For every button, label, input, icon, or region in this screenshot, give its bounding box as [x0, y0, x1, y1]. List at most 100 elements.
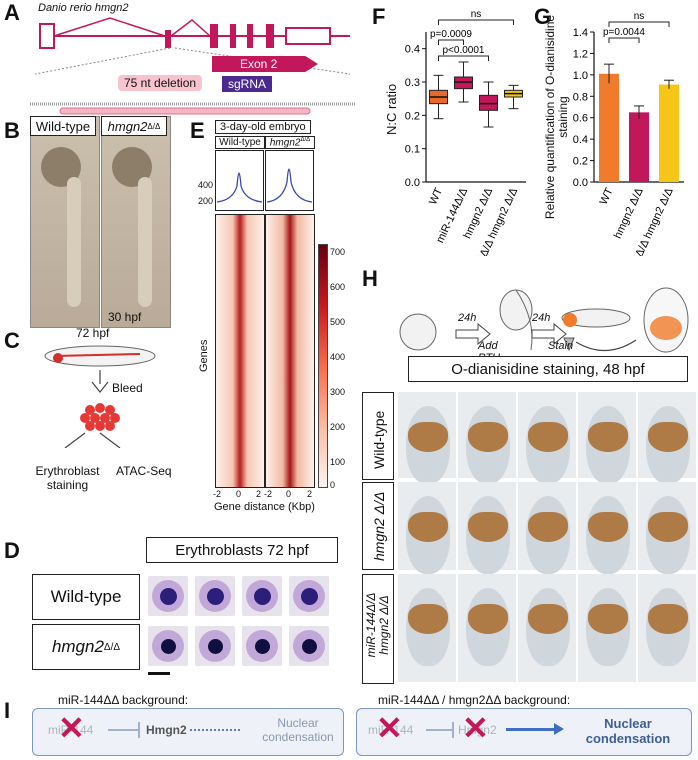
embryo-photo-wildtype: [30, 116, 100, 328]
stain-row-label-wildtype: Wild-type: [362, 392, 394, 480]
g-ytick-label: 1.2: [573, 48, 588, 60]
exon2-label: Exon 2: [240, 57, 278, 71]
stained-embryo-image: [398, 482, 456, 574]
heatmap-col-label-wildtype: Wild-type: [215, 136, 265, 149]
atac-profile-plot: [215, 150, 314, 211]
f-ytick-label: 0.3: [405, 77, 420, 89]
erythroblasts-title: Erythroblasts 72 hpf: [146, 537, 338, 563]
heatmap-xtick: 0: [236, 489, 242, 499]
profile-tick-400: 400: [198, 180, 214, 190]
panel-g-letter: G: [534, 4, 552, 29]
embryo-label-wildtype: Wild-type: [30, 116, 96, 136]
erythroblast-image: [148, 576, 188, 616]
embryo-photo-hmgn2: [101, 116, 171, 328]
stained-embryo-image: [518, 392, 576, 484]
panel-i-letter: I: [4, 698, 11, 723]
erythroblast-image: [148, 626, 188, 666]
erythroblast-image: [242, 626, 282, 666]
bleed-label: Bleed: [112, 381, 143, 395]
g-p1-bracket: [608, 37, 640, 43]
heatmap-wildtype: [215, 214, 265, 488]
stained-embryo-image: [458, 392, 516, 484]
g-ns-bracket: [608, 21, 670, 27]
i-left-mir: miR-144: [48, 723, 94, 737]
g-category-label: WT: [598, 186, 616, 207]
i-left-title: miR-144ΔΔ background:: [58, 693, 189, 707]
colorbar-tick: 400: [330, 352, 346, 362]
hpf-30-label: 30 hpf: [108, 310, 142, 324]
profile-tick-200: 200: [198, 196, 214, 206]
g-bar: [659, 84, 679, 182]
panel-d-letter: D: [4, 538, 20, 563]
i-right-nuclear: Nuclear condensation: [585, 716, 671, 746]
colorbar-tick: 200: [330, 422, 346, 432]
time-24h-label-2: 24h: [532, 312, 551, 324]
f-ns-label: ns: [471, 10, 482, 20]
erythroblast-image: [242, 576, 282, 616]
erythroblast-staining-label: Erythroblast staining: [35, 464, 100, 492]
f-ytick-label: 0.4: [405, 44, 420, 56]
g-ytick-label: 1.0: [573, 70, 588, 82]
f-p1-label: p=0.0009: [430, 29, 472, 40]
f-ytick-label: 0.2: [405, 110, 420, 122]
heatmap-title: 3-day-old embryo: [215, 120, 311, 134]
panel-c-letter: C: [4, 328, 20, 353]
panel-e-letter: E: [190, 118, 205, 143]
heatmap-hmgn2: [265, 214, 315, 488]
g-bar: [629, 112, 649, 182]
i-left-inhibit: [108, 729, 138, 731]
panel-h-letter: H: [362, 266, 378, 291]
stained-embryo-image: [398, 574, 456, 682]
colorbar-tick: 500: [330, 317, 346, 327]
stained-embryo-image: [458, 574, 516, 682]
gene-structure-diagram: [30, 17, 355, 115]
erythroblast-row-label-wildtype: Wild-type: [32, 574, 140, 620]
erythroblast-image: [195, 626, 235, 666]
stained-embryo-image: [518, 482, 576, 574]
hpf-72-label: 72 hpf: [76, 326, 110, 340]
heatmap-xtick: -2: [264, 489, 273, 499]
panel-a-letter: A: [4, 0, 20, 25]
g-ytick-label: 0.0: [573, 177, 588, 189]
erythroblast-image: [289, 576, 329, 616]
g-ytick-label: 0.4: [573, 134, 588, 146]
i-left-hmgn2: Hmgn2: [146, 723, 187, 737]
g-ytick-label: 0.8: [573, 91, 588, 103]
atac-seq-label: ATAC-Seq: [116, 464, 172, 478]
g-ytick-label: 0.6: [573, 113, 588, 125]
i-left-dotted-arrow: [190, 729, 240, 731]
g-bar: [599, 73, 619, 182]
colorbar-tick: 600: [330, 282, 346, 292]
bleed-schematic: [44, 345, 156, 448]
f-category-label: WT: [427, 186, 445, 207]
colorbar-tick: 0: [330, 480, 336, 490]
i-right-mir: miR-144: [368, 723, 414, 737]
heatmap-xtick: 2: [256, 489, 262, 499]
heatmap-xtick: 2: [307, 489, 313, 499]
g-ns-label: ns: [634, 11, 645, 22]
species-label: Danio rerio hmgn2: [38, 2, 129, 14]
heatmap-xlabel: Gene distance (Kbp): [214, 501, 315, 513]
i-right-box: [356, 708, 692, 756]
colorbar-tick: 700: [330, 247, 346, 257]
heatmap-xtick: -2: [213, 489, 222, 499]
heatmap-col-label-hmgn2: hmgn2Δ/Δ: [265, 136, 315, 150]
f-box: [454, 76, 473, 90]
stained-embryo-image: [638, 392, 696, 484]
f-ylabel: N:C ratio: [384, 83, 399, 135]
heatmap-colorbar: [318, 244, 328, 488]
stained-embryo-image: [638, 574, 696, 682]
f-ns-bracket: [438, 19, 514, 25]
staining-title: O-dianisidine staining, 48 hpf: [408, 356, 688, 382]
f-ytick-label: 0.1: [405, 144, 420, 156]
stained-embryo-image: [638, 482, 696, 574]
g-ytick-label: 0.2: [573, 156, 588, 168]
i-left-nuclear: Nuclear condensation: [262, 716, 334, 744]
f-p2-bracket: [438, 55, 489, 61]
f-ytick-label: 0.0: [405, 177, 420, 189]
f-box: [479, 94, 498, 111]
